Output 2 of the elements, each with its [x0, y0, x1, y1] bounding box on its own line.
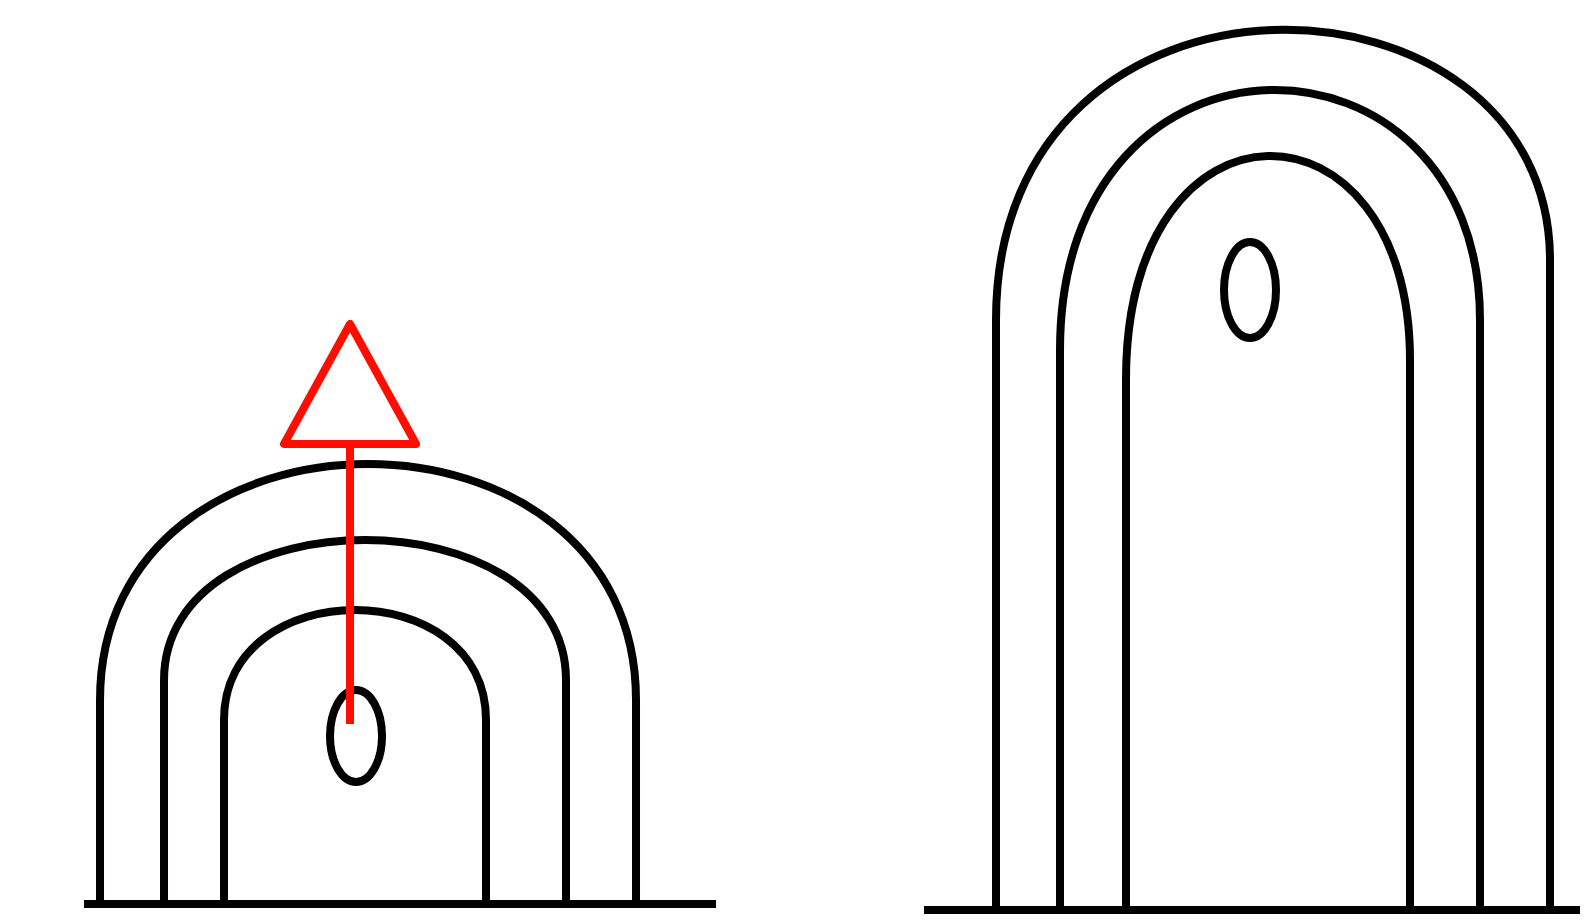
arch-drawing — [84, 460, 716, 908]
arch-drawing — [924, 26, 1580, 914]
